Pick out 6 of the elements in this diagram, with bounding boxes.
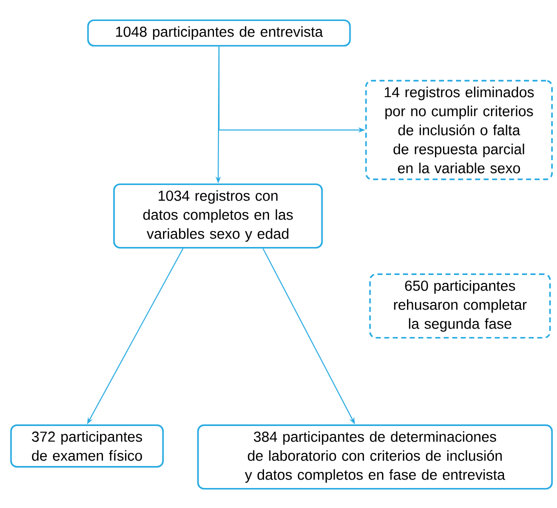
dashed-box: 14 registros eliminados por no cumplir criterios de inclusión o falta de respuesta parcial en la variable sexo — [365, 80, 553, 180]
process-box: 1048 participantes de entrevista — [87, 19, 351, 47]
process-box: 384 participantes de determinaciones de laboratorio con criterios de inclusión y datos completos en fase de entrevista — [197, 424, 553, 490]
dashed-box: 650 participantes rehusaron completar la segunda fase — [369, 273, 551, 339]
process-box: 1034 registros con datos completos en las variables sexo y edad — [113, 183, 323, 249]
process-box: 372 participantes de examen físico — [10, 424, 164, 468]
